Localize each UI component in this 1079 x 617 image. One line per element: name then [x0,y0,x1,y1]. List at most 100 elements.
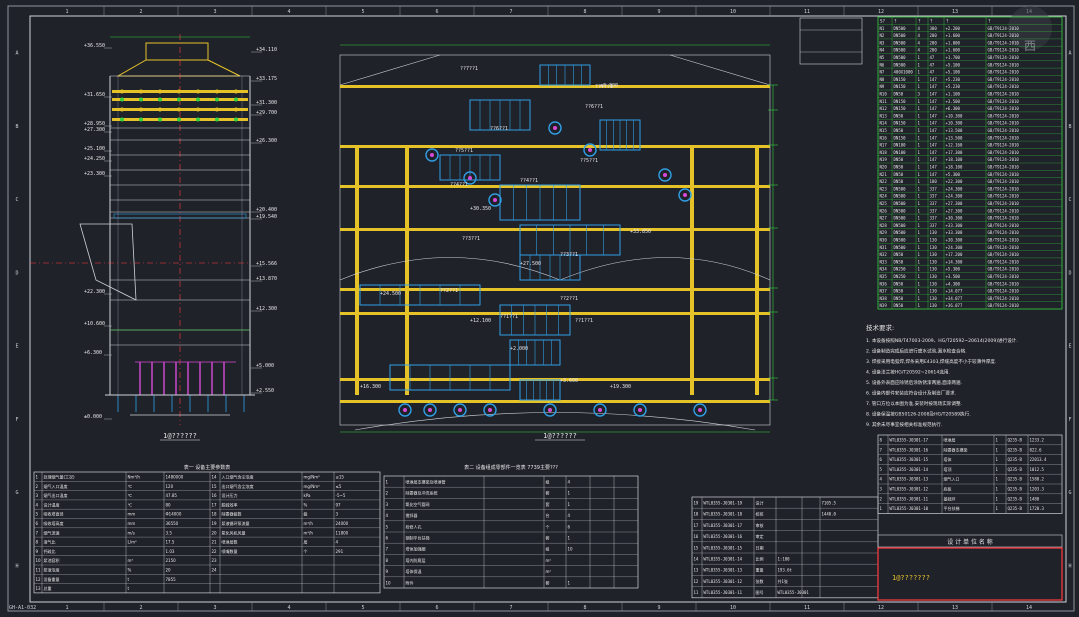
table2-cell: m² [546,558,552,563]
nozzle-table-cell: +27.300 [946,208,963,213]
row-label-right: C [1068,197,1071,203]
table1-cell: ℃ [128,493,133,498]
table1-cell: 烟气出口温度 [44,492,68,498]
nozzle-center [553,126,557,130]
parts-list-cell: Q235-B [1008,477,1023,482]
nozzle-table-cell: DN500 [894,201,907,206]
nozzle-center [588,148,592,152]
structure-label: ??3??1 [462,236,480,242]
nozzle-table-cell: 1 [918,128,921,133]
nozzle-ring [543,403,557,417]
spray-nozzle-dot [177,97,181,102]
nozzle-table-cell: +1.000 [946,40,961,45]
spray-header-bands [112,89,248,122]
structure-label: +16.300 [360,384,381,390]
table2-cell: 4 [568,480,571,485]
table1-cell: 20 [212,530,218,535]
table1-cell: 16 [212,493,218,498]
nozzle-ring [678,188,692,202]
platform-beam [340,288,770,291]
table2-cell: 3 [386,502,389,507]
nozzle-table-cell: 200 [930,48,938,53]
parts-list-cell: 1 [996,496,999,501]
nozzle-table-cell: N8 [880,77,885,82]
table1-cell: 脱硫效率 [222,501,238,507]
nozzle-table-cell: +30.300 [946,238,963,243]
vessel-arc [559,257,771,281]
table2-cell: 套 [546,490,550,496]
nozzle-table-cell: N39 [880,303,888,308]
nozzle-table-cell: GB/T9124-2010 [988,194,1020,199]
nozzle-table-cell: +33.300 [946,223,963,228]
title-block-cell: 16 [694,534,699,539]
elevation-label: +24.250 [84,156,105,162]
nozzle-table-cell: GB/T9124-2010 [988,106,1020,111]
nozzle-center [403,408,407,412]
spray-nozzle-dot [215,89,219,94]
nozzle-table-cell: DN100 [894,143,907,148]
vessel-arc [339,257,561,281]
table1-cell: 23 [212,558,218,563]
col-label-top: 12 [878,9,884,15]
nozzle-table-cell: 130 [930,289,938,294]
parts-list-cell: 2 [880,496,883,501]
row-label-right: B [1068,124,1071,130]
nozzle-table-cell: 147 [930,84,938,89]
tech-note-line: 8. 设备保温按GB50126-2008及HG/T20589执行. [866,411,971,418]
nozzle-table-cell: GB/T9124-2010 [988,157,1020,162]
nozzle-table-cell: 1 [918,113,921,118]
vessel-arc [354,412,756,431]
elevation-label: +22.300 [84,289,105,295]
table1-cell: 喷嘴数量 [222,548,238,554]
nozzle-table-cell: 130 [930,281,938,286]
nozzle-table-cell: DN150 [894,106,907,111]
nozzle-table-cell: 130 [930,259,938,264]
nozzle-table-cell: +13.500 [946,128,963,133]
nozzle-table-cell: GB/T9124-2010 [988,135,1020,140]
table1-cell: 291 [336,549,344,554]
nozzle-center [493,198,497,202]
nozzle-table-cell: N18 [880,150,888,155]
row-label-left: D [15,270,18,276]
nozzle-table-cell: 1 [918,194,921,199]
spray-nozzle-dot [177,117,181,122]
nozzle-ring [453,403,467,417]
nozzle-table-header: ? [894,19,897,24]
title-block-cell: 1440.0 [822,512,837,517]
row-label-right: G [1068,490,1071,496]
table1-cell: 总重 [44,585,52,591]
nozzle-table-cell: GB/T9124-2010 [988,230,1020,235]
title-block-cell: 193.6t [778,568,793,573]
nozzle-table-cell: 147 [930,121,938,126]
parts-list-cell: 1203.3 [1030,487,1045,492]
table2-cell: 钢制平台扶梯 [406,535,430,541]
nozzle-center [663,173,667,177]
nozzle-table-cell: DN250 [894,267,907,272]
nozzle-table-cell: +1.100 [946,92,961,97]
nozzle-table-cell: GB/T9124-2010 [988,48,1020,53]
nozzle-ring [423,403,437,417]
nozzle-table-cell: DN500 [894,245,907,250]
col-label-bottom: 6 [435,605,438,611]
table2-cell: 除雾器及冲洗系统 [406,490,438,496]
nozzle-table-cell: N15 [880,128,888,133]
col-label-bottom: 5 [361,605,364,611]
table1-cell: 3.5 [166,530,173,535]
table2-cell: 检修人孔 [406,523,422,529]
table1-cell: 20 [166,568,172,573]
nozzle-table-cell: GB/T9124-2010 [988,55,1020,60]
nozzle-table-cell: +5.230 [946,84,961,89]
nozzle-table-cell: GB/T9124-2010 [988,26,1020,31]
parts-list-cell: Q235-B [1008,506,1023,511]
table1-cell: 4 [336,540,339,545]
title-block-cell: 18 [694,512,699,517]
nozzle-table-cell: DN150 [894,99,907,104]
nozzle-table-cell: 130 [930,303,938,308]
title-block-cell: 7105.5 [822,501,837,506]
elevation-label: +23.300 [84,171,105,177]
col-label-bottom: 9 [657,605,660,611]
